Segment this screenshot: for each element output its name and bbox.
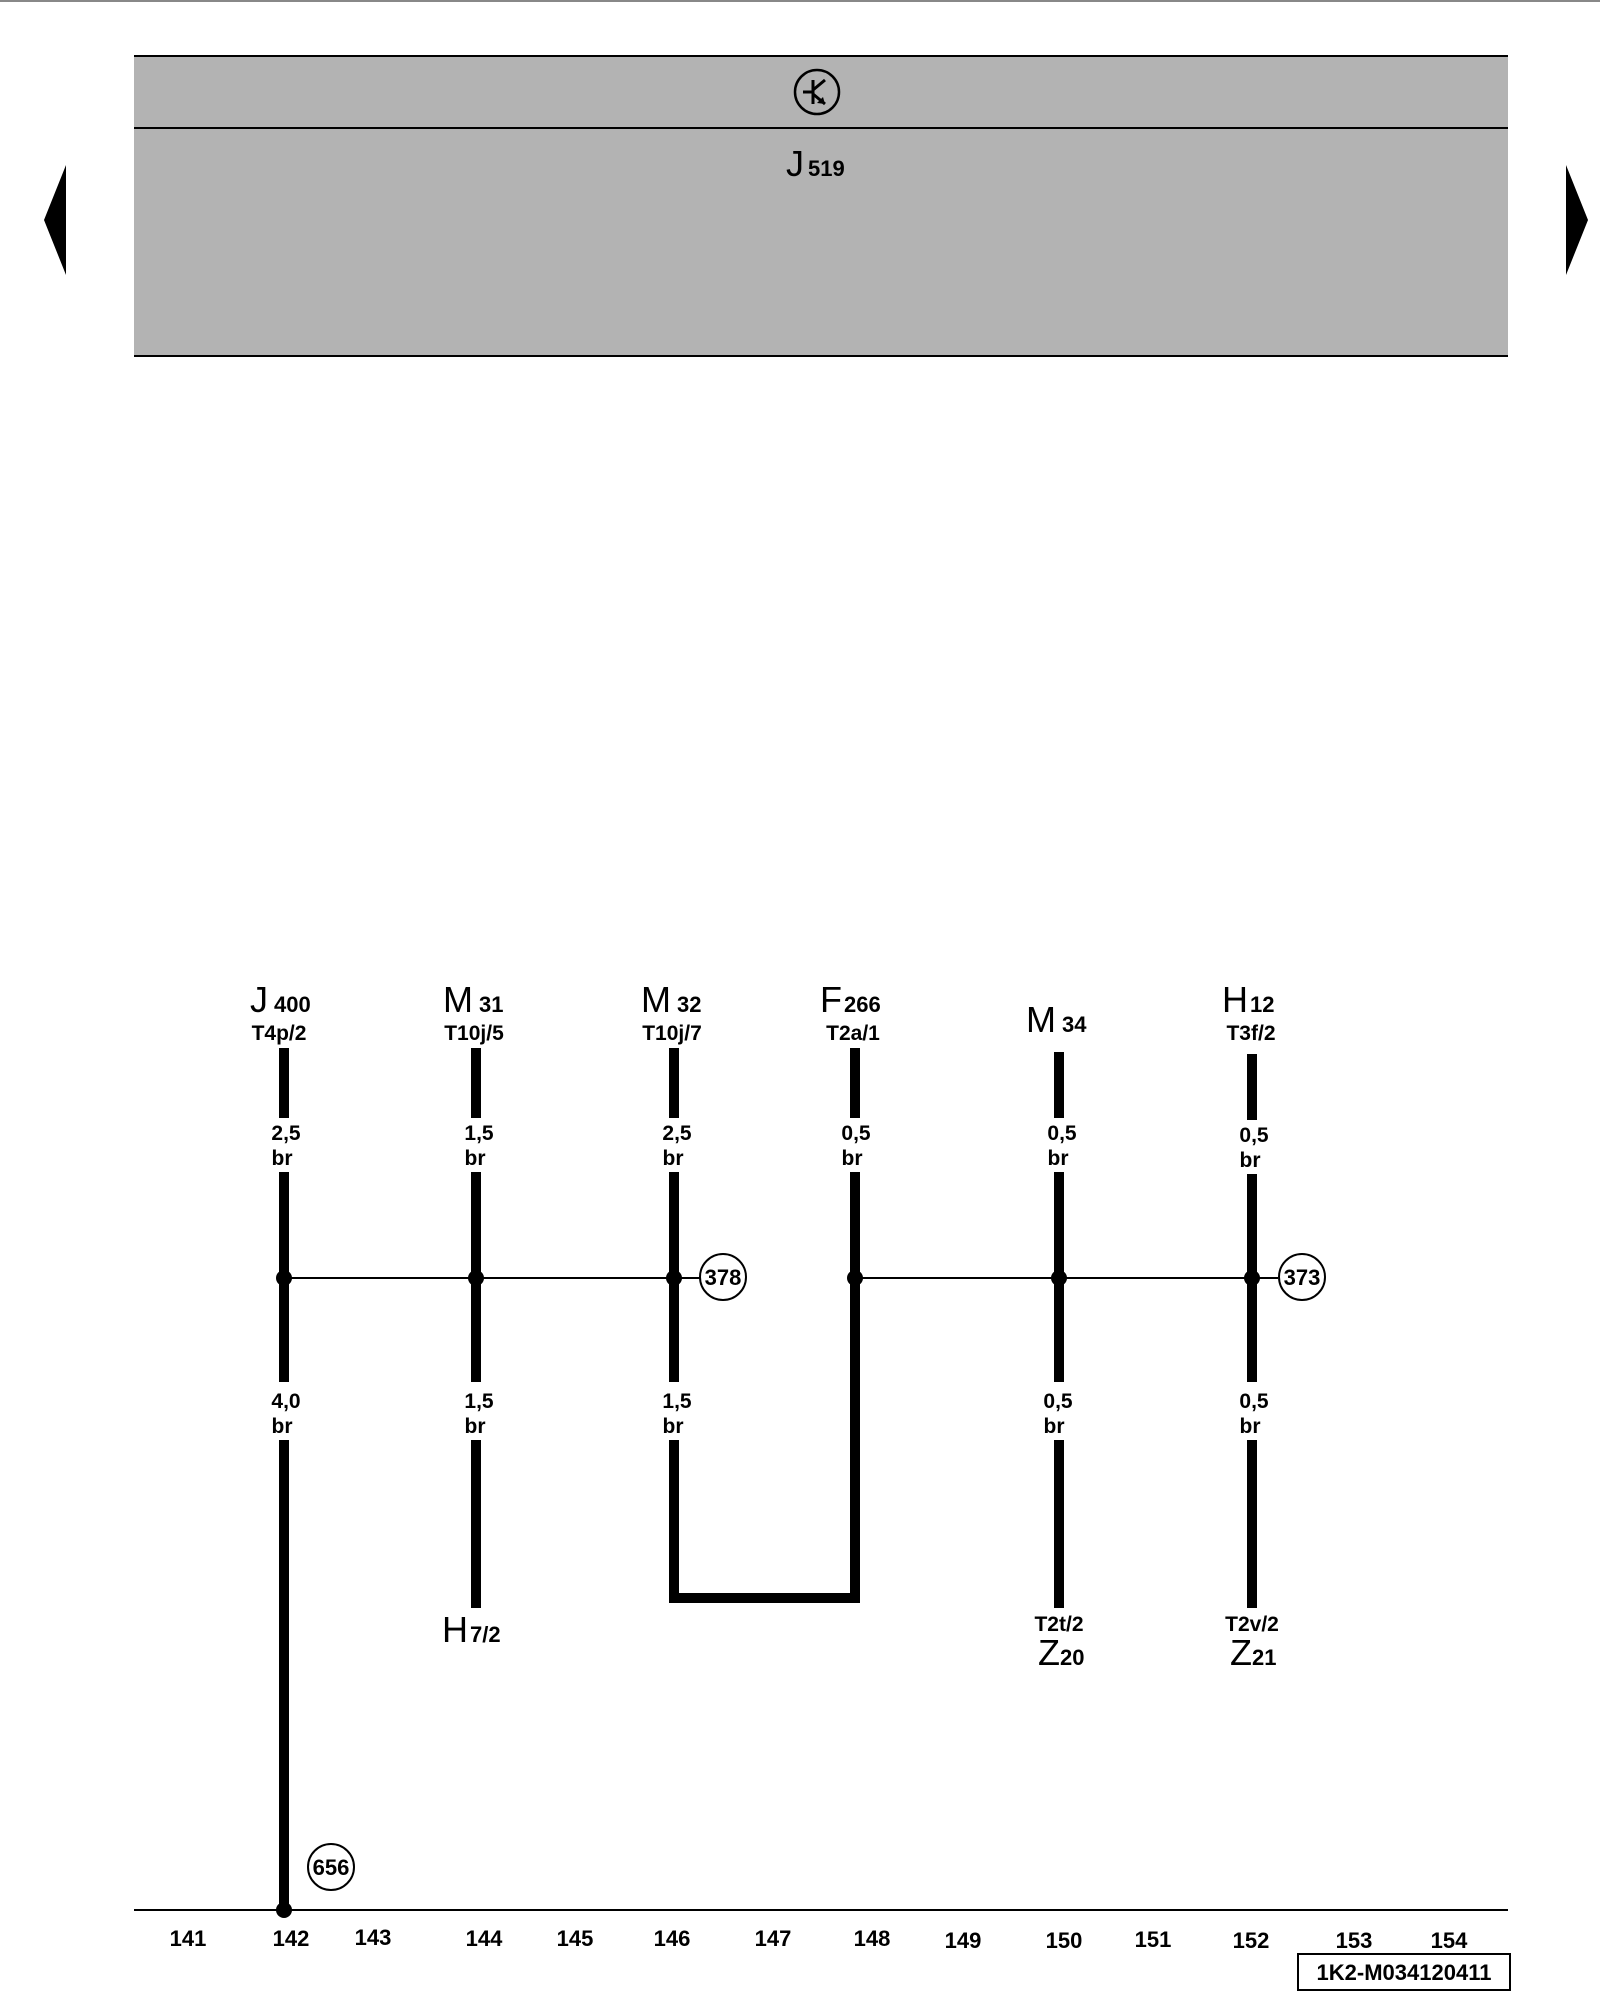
connection-point-373: 373 <box>1278 1253 1326 1301</box>
svg-text:br: br <box>663 1415 684 1438</box>
svg-text:1K2-M034120411: 1K2-M034120411 <box>1317 1960 1492 1985</box>
wire-labels-lower: 4,0 br 1,5 br 1,5 br 0,5 br 0,5 br <box>271 1390 1269 1438</box>
svg-text:150: 150 <box>1046 1928 1083 1953</box>
svg-text:br: br <box>465 1415 486 1438</box>
svg-text:br: br <box>842 1147 863 1170</box>
end-pin-t2t-2: T2t/2 <box>1034 1613 1083 1636</box>
connection-point-378: 378 <box>699 1253 747 1301</box>
svg-text:br: br <box>1240 1415 1261 1438</box>
svg-text:2,5: 2,5 <box>662 1122 692 1145</box>
pin-label-j400: T4p/2 <box>252 1022 307 1045</box>
svg-text:1,5: 1,5 <box>464 1390 494 1413</box>
svg-text:1,5: 1,5 <box>662 1390 692 1413</box>
next-page-arrow-icon[interactable] <box>1562 160 1592 280</box>
svg-text:2,5: 2,5 <box>271 1122 301 1145</box>
svg-text:0,5: 0,5 <box>1043 1390 1073 1413</box>
wire-m32-f266-loop <box>669 1048 860 1603</box>
svg-text:1,5: 1,5 <box>464 1122 494 1145</box>
component-label-h12: H12 <box>1222 979 1274 1020</box>
end-label-h7-2: H7/2 <box>442 1609 501 1650</box>
previous-page-arrow-icon[interactable] <box>40 160 70 280</box>
end-label-z21: Z21 <box>1230 1632 1276 1673</box>
svg-text:br: br <box>272 1415 293 1438</box>
svg-text:151: 151 <box>1135 1927 1172 1952</box>
svg-text:147: 147 <box>755 1926 792 1951</box>
svg-text:141: 141 <box>170 1926 207 1951</box>
junction-dots <box>276 1270 1260 1918</box>
svg-text:br: br <box>663 1147 684 1170</box>
ground-symbol-icon <box>793 68 841 116</box>
svg-text:656: 656 <box>313 1855 350 1880</box>
svg-text:143: 143 <box>355 1925 392 1950</box>
wire-j400 <box>279 1048 289 1910</box>
svg-text:0,5: 0,5 <box>841 1122 871 1145</box>
svg-text:br: br <box>1240 1149 1261 1172</box>
pin-label-h12: T3f/2 <box>1226 1022 1275 1045</box>
svg-text:153: 153 <box>1336 1928 1373 1953</box>
svg-text:149: 149 <box>945 1928 982 1953</box>
svg-text:154: 154 <box>1431 1928 1468 1953</box>
header-panel <box>134 56 1508 356</box>
svg-text:152: 152 <box>1233 1928 1270 1953</box>
svg-text:0,5: 0,5 <box>1047 1122 1077 1145</box>
top-rule <box>0 0 1600 2</box>
connection-point-656: 656 <box>307 1843 355 1891</box>
svg-text:373: 373 <box>1284 1265 1321 1290</box>
svg-text:4,0: 4,0 <box>271 1390 300 1413</box>
svg-text:0,5: 0,5 <box>1239 1124 1269 1147</box>
svg-text:br: br <box>1044 1415 1065 1438</box>
pin-label-m31: T10j/5 <box>444 1022 504 1045</box>
pin-label-f266: T2a/1 <box>826 1022 880 1045</box>
svg-text:148: 148 <box>854 1926 891 1951</box>
svg-text:142: 142 <box>273 1926 310 1951</box>
svg-text:br: br <box>272 1147 293 1170</box>
component-label-f266: F266 <box>820 979 881 1020</box>
svg-text:0,5: 0,5 <box>1239 1390 1269 1413</box>
pin-label-m32: T10j/7 <box>642 1022 702 1045</box>
svg-text:144: 144 <box>466 1926 503 1951</box>
svg-text:br: br <box>1048 1147 1069 1170</box>
end-label-z20: Z20 <box>1038 1632 1084 1673</box>
current-track-numbers: 141 142 143 144 145 146 147 148 149 150 … <box>170 1925 1468 1953</box>
svg-text:145: 145 <box>557 1926 594 1951</box>
end-pin-t2v-2: T2v/2 <box>1225 1613 1279 1636</box>
svg-text:378: 378 <box>705 1265 742 1290</box>
reference-code-box: 1K2-M034120411 <box>1297 1953 1511 1991</box>
wire-labels-upper: 2,5 br 1,5 br 2,5 br 0,5 br 0,5 br 0,5 b… <box>271 1122 1269 1172</box>
svg-text:br: br <box>465 1147 486 1170</box>
svg-text:146: 146 <box>654 1926 691 1951</box>
